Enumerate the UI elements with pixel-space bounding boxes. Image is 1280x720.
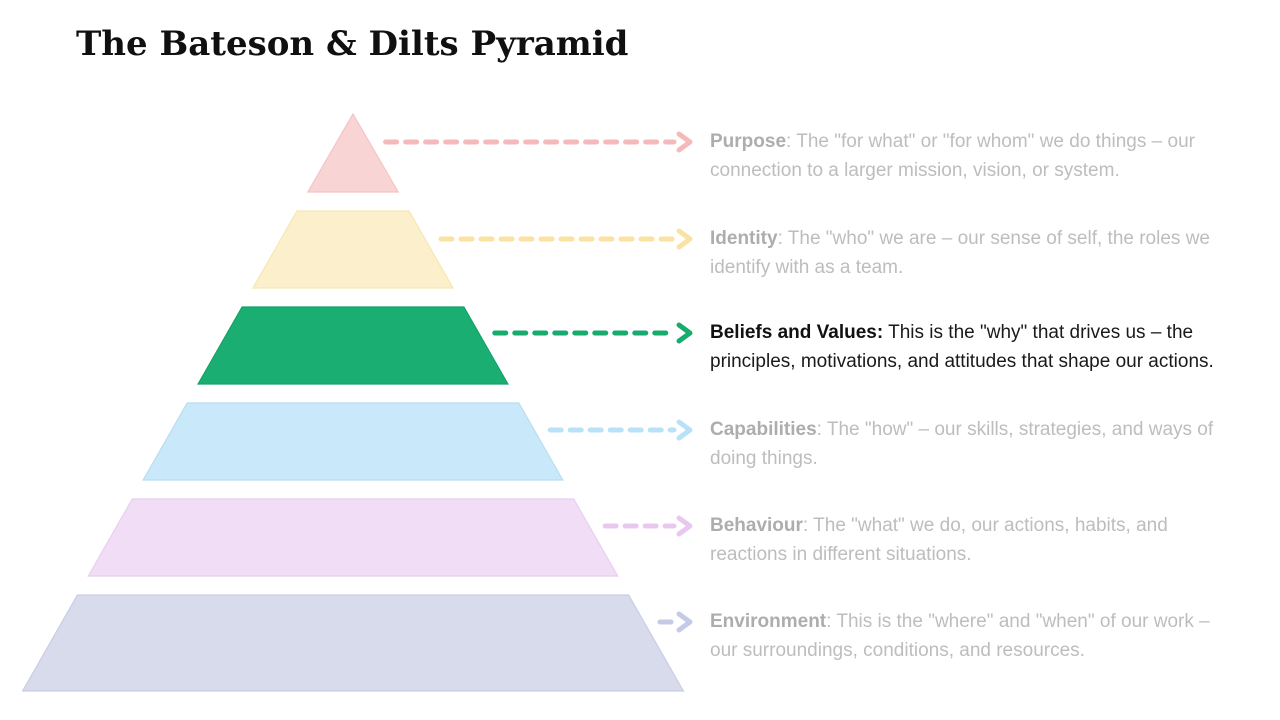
level-label-separator: : bbox=[786, 131, 797, 152]
connector-arrow-capabilities bbox=[547, 419, 693, 441]
level-description-behaviour: Behaviour: The "what" we do, our actions… bbox=[710, 511, 1232, 569]
arrowhead-icon bbox=[676, 131, 693, 153]
level-description-text: The "for what" or "for whom" we do thing… bbox=[710, 131, 1195, 181]
connector-arrow-identity bbox=[438, 228, 693, 250]
pyramid-level-purpose bbox=[306, 112, 400, 193]
level-label-separator: : bbox=[777, 228, 788, 249]
level-description-text: This is the "where" and "when" of our wo… bbox=[710, 611, 1210, 661]
level-label: Behaviour bbox=[710, 515, 803, 536]
pyramid-level-environment bbox=[21, 594, 685, 692]
level-description-text: The "how" – our skills, strategies, and … bbox=[710, 419, 1214, 469]
level-description-environment: Environment: This is the "where" and "wh… bbox=[710, 607, 1238, 665]
level-label: Identity bbox=[710, 228, 778, 249]
level-label: Beliefs and Values: bbox=[710, 322, 884, 343]
level-label-separator: : bbox=[826, 611, 837, 632]
level-description-text: The "what" we do, our actions, habits, a… bbox=[710, 515, 1168, 565]
arrowhead-icon bbox=[676, 322, 693, 344]
connector-arrow-beliefs-and-values bbox=[492, 322, 693, 344]
level-description-purpose: Purpose: The "for what" or "for whom" we… bbox=[710, 127, 1268, 185]
level-description-identity: Identity: The "who" we are – our sense o… bbox=[710, 224, 1270, 282]
arrowhead-icon bbox=[676, 611, 693, 633]
level-label-separator: : bbox=[816, 419, 827, 440]
level-label-separator: : bbox=[802, 515, 814, 536]
level-description-capabilities: Capabilities: The "how" – our skills, st… bbox=[710, 415, 1245, 473]
connector-arrow-behaviour bbox=[602, 515, 693, 537]
level-label: Purpose bbox=[710, 131, 787, 152]
level-description-text: The "who" we are – our sense of self, th… bbox=[710, 228, 1210, 278]
level-label: Capabilities bbox=[710, 419, 817, 440]
arrowhead-icon bbox=[676, 228, 693, 250]
level-label: Environment bbox=[710, 611, 827, 632]
connector-arrow-environment bbox=[657, 611, 693, 633]
slide-title: The Bateson & Dilts Pyramid bbox=[76, 24, 629, 64]
level-description-text: This is the "why" that drives us – the p… bbox=[710, 322, 1214, 372]
pyramid-level-capabilities bbox=[142, 402, 564, 481]
pyramid-level-beliefs-and-values bbox=[197, 306, 509, 385]
pyramid-level-behaviour bbox=[87, 498, 619, 577]
level-description-beliefs-and-values: Beliefs and Values: This is the "why" th… bbox=[710, 318, 1276, 376]
connector-arrow-purpose bbox=[383, 131, 693, 153]
pyramid-level-identity bbox=[251, 210, 455, 289]
arrowhead-icon bbox=[676, 515, 693, 537]
arrowhead-icon bbox=[676, 419, 693, 441]
